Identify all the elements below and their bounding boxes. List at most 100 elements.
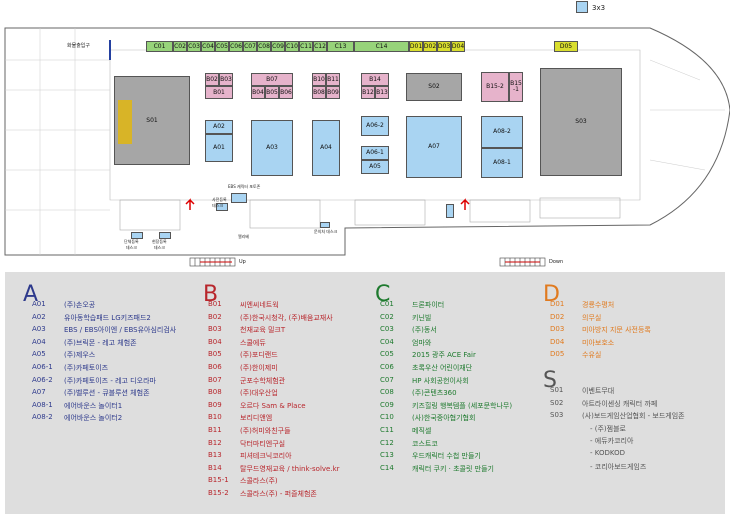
legend-row-id: D02 bbox=[550, 312, 565, 321]
booth-b03[interactable]: B03 bbox=[219, 73, 233, 86]
booth-b01[interactable]: B01 bbox=[205, 86, 233, 99]
legend-row-id: B03 bbox=[208, 325, 222, 334]
booth-c13[interactable]: C13 bbox=[327, 41, 354, 52]
booth-b05[interactable]: B05 bbox=[265, 86, 279, 99]
legend-row-id: C10 bbox=[380, 413, 394, 422]
booth-b04[interactable]: B04 bbox=[251, 86, 265, 99]
legend-row-name: 2015 광주 ACE Fair bbox=[412, 351, 476, 360]
booth-c10[interactable]: C10 bbox=[285, 41, 299, 52]
legend-row-id: A07 bbox=[32, 388, 46, 397]
legend-row-id: C06 bbox=[380, 363, 394, 371]
legend-row-id: B15-2 bbox=[208, 489, 229, 497]
legend-row-id: B14 bbox=[208, 463, 222, 472]
booth-b07[interactable]: B07 bbox=[251, 73, 293, 86]
legend-row-name: (주)카페토이즈 bbox=[64, 364, 109, 372]
legend-row-name: 닥터마티엔구실 bbox=[240, 439, 286, 448]
booth-c14[interactable]: C14 bbox=[354, 41, 409, 52]
legend-row: D02 의무실 bbox=[550, 312, 601, 322]
booth-b10[interactable]: B10 bbox=[312, 73, 326, 86]
booth-a06-2[interactable]: A06-2 bbox=[361, 116, 389, 136]
legend-row: A05(주)제우스 bbox=[32, 350, 95, 359]
stage-s01-accent bbox=[118, 100, 132, 144]
booth-b08[interactable]: B08 bbox=[312, 86, 326, 99]
booth-a03[interactable]: A03 bbox=[251, 120, 293, 176]
booth-b09[interactable]: B09 bbox=[326, 86, 340, 99]
booth-a04[interactable]: A04 bbox=[312, 120, 340, 176]
legend-letter-c: C bbox=[375, 282, 391, 307]
legend-row-name: (주)카페토이즈 - 레고 디오라마 bbox=[64, 376, 156, 385]
booth-b06[interactable]: B06 bbox=[279, 86, 293, 99]
booth-d04[interactable]: D04 bbox=[451, 41, 465, 52]
legend-row-name: (주)허미와친구들 bbox=[240, 427, 291, 435]
legend-row-id: C05 bbox=[380, 350, 394, 359]
legend-row: C05 2015 광주 ACE Fair bbox=[380, 350, 476, 359]
legend-row-id: S03 bbox=[550, 411, 564, 420]
booth-c06[interactable]: C06 bbox=[229, 41, 243, 52]
legend-row-id: B09 bbox=[208, 400, 222, 409]
legend-row-name: 의무실 bbox=[582, 313, 602, 322]
booth-b14[interactable]: B14 bbox=[361, 73, 389, 86]
group-reg-desk bbox=[131, 232, 143, 239]
legend-row-name: (주)한국시청각, (주)배움교재사 bbox=[240, 313, 333, 322]
legend-row-name: 피셔테크닉코리아 bbox=[240, 452, 292, 461]
booth-d05[interactable]: D05 bbox=[554, 41, 578, 52]
booth-c02[interactable]: C02 bbox=[173, 41, 187, 52]
booth-d03[interactable]: D03 bbox=[437, 41, 451, 52]
booth-a02[interactable]: A02 bbox=[205, 120, 233, 134]
booth-c12[interactable]: C12 bbox=[313, 41, 327, 52]
legend-row-id: A03 bbox=[32, 325, 46, 334]
booth-c11[interactable]: C11 bbox=[299, 41, 313, 52]
booth-c04[interactable]: C04 bbox=[201, 41, 215, 52]
booth-a05[interactable]: A05 bbox=[361, 160, 389, 174]
booth-a08-1[interactable]: A08-1 bbox=[481, 148, 523, 178]
booth-c03[interactable]: C03 bbox=[187, 41, 201, 52]
legend-row-name: 에어바운스 놀이터1 bbox=[64, 401, 123, 410]
booth-a06-1[interactable]: A06-1 bbox=[361, 146, 389, 160]
legend-row: B06(주)한이제미 bbox=[208, 363, 278, 372]
legend-row-id: C14 bbox=[380, 463, 394, 472]
legend-row: C03(주)동서 bbox=[380, 325, 437, 334]
legend-row-name: - 에듀카코리아 bbox=[590, 437, 634, 446]
legend-row: A06-2(주)카페토이즈 - 레고 디오라마 bbox=[32, 376, 156, 385]
legend-row-name: (주)브릭몬 - 레고 체험존 bbox=[64, 338, 137, 347]
stage-s02[interactable]: S02 bbox=[406, 73, 462, 101]
booth-d02[interactable]: D02 bbox=[423, 41, 437, 52]
stage-s03[interactable]: S03 bbox=[540, 68, 622, 176]
elevator-label: 엘리베 bbox=[238, 234, 250, 239]
legend-row-id: D01 bbox=[550, 300, 565, 308]
legend-row-name: (사)한국중아협기협회 bbox=[412, 414, 476, 423]
booth-d01[interactable]: D01 bbox=[409, 41, 423, 52]
info-desk bbox=[320, 222, 330, 228]
booth-c05[interactable]: C05 bbox=[215, 41, 229, 52]
legend-row-name: 수유실 bbox=[582, 351, 602, 360]
legend-row: A07(주)벨루션 - 큐블루션 체험존 bbox=[32, 388, 150, 397]
booth-c09[interactable]: C09 bbox=[271, 41, 285, 52]
legend-row-id: C07 bbox=[380, 375, 394, 384]
booth-c08[interactable]: C08 bbox=[257, 41, 271, 52]
booth-b11[interactable]: B11 bbox=[326, 73, 340, 86]
legend-row-name: 미아보호소 bbox=[582, 338, 615, 347]
legend-row-id: B10 bbox=[208, 413, 222, 422]
legend-row: C10 (사)한국중아협기협회 bbox=[380, 413, 475, 422]
booth-a07[interactable]: A07 bbox=[406, 116, 462, 178]
booth-b15-1[interactable]: B15 -1 bbox=[509, 72, 523, 102]
booth-b02[interactable]: B02 bbox=[205, 73, 219, 86]
booth-b15-2[interactable]: B15-2 bbox=[481, 72, 509, 102]
legend-row-id: C12 bbox=[380, 438, 394, 447]
booth-a01[interactable]: A01 bbox=[205, 134, 233, 162]
booth-c07[interactable]: C07 bbox=[243, 41, 257, 52]
booth-b12[interactable]: B12 bbox=[361, 86, 375, 99]
legend-row-id: A04 bbox=[32, 337, 46, 346]
booth-b13[interactable]: B13 bbox=[375, 86, 389, 99]
booth-a08-2[interactable]: A08-2 bbox=[481, 116, 523, 148]
booth-c01[interactable]: C01 bbox=[146, 41, 173, 52]
